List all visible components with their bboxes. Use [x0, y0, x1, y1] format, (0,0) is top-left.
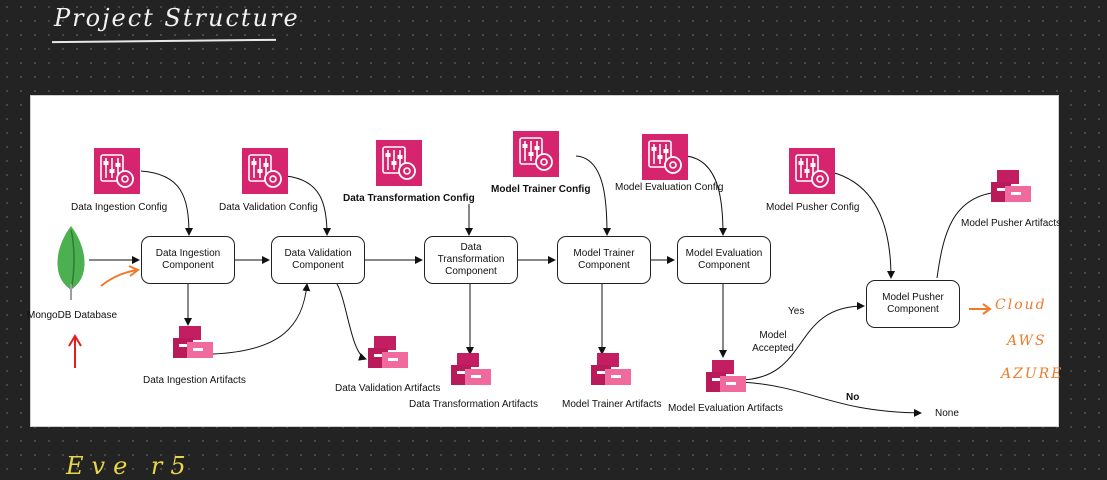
trainer-component: Model Trainer Component [557, 236, 651, 284]
orange-arrow [100, 269, 138, 287]
pusher-artifacts-label: Model Pusher Artifacts [961, 218, 1062, 229]
evaluation-artifacts-label: Model Evaluation Artifacts [668, 403, 784, 414]
edge-validation-config [285, 175, 331, 236]
edge-ingestion-artifacts-to-validation [212, 283, 311, 355]
cut-off-handwriting: Eve r5 [66, 452, 194, 480]
edge-evaluation-config [685, 155, 727, 236]
pipeline-diagram: MongoDB Database [27, 95, 1062, 427]
decision-yes-label: Yes [788, 306, 805, 317]
trainer-config-label: Model Trainer Config [491, 184, 591, 195]
edge-ingestion-config [140, 170, 193, 236]
cloud-annotation: Cloud [995, 297, 1047, 313]
validation-artifacts-label: Data Validation Artifacts [335, 383, 441, 394]
annotation-layer [68, 265, 992, 368]
azure-annotation: AZURE [1001, 366, 1064, 382]
edge-validation-to-artifacts [336, 283, 367, 361]
transformation-artifacts-label: Data Transformation Artifacts [409, 399, 538, 410]
validation-component: Data Validation Component [271, 236, 365, 284]
board-title: Project Structure [54, 4, 300, 32]
mongodb-icon [57, 226, 85, 300]
ingestion-component: Data Ingestion Component [141, 236, 235, 284]
edge-pusher-to-artifacts [936, 188, 1000, 279]
edge-trainer-config [575, 155, 611, 236]
transformation-component: Data Transformation Component [424, 236, 518, 284]
edge-pusher-config [830, 171, 895, 279]
trainer-artifacts-label: Model Trainer Artifacts [562, 399, 662, 410]
connector-layer [89, 155, 1000, 417]
evaluation-config-label: Model Evaluation Config [615, 182, 724, 193]
edge-evaluation-no [740, 381, 922, 417]
aws-annotation: AWS [1007, 333, 1047, 349]
pusher-component: Model Pusher Component [866, 280, 960, 328]
pusher-config-label: Model Pusher Config [766, 202, 860, 213]
decision-no-label: No [846, 392, 860, 403]
model-accepted-label: Model Accepted [752, 330, 794, 354]
ingestion-config-label: Data Ingestion Config [71, 202, 168, 213]
evaluation-component: Model Evaluation Component [677, 236, 771, 284]
validation-config-label: Data Validation Config [219, 202, 318, 213]
edge-evaluation-yes [740, 302, 865, 381]
decision-none-label: None [935, 408, 959, 419]
title-underline [51, 38, 277, 44]
ingestion-artifacts-label: Data Ingestion Artifacts [143, 375, 246, 386]
transformation-config-label: Data Transformation Config [343, 193, 475, 204]
mongodb-label: MongoDB Database [27, 310, 118, 321]
